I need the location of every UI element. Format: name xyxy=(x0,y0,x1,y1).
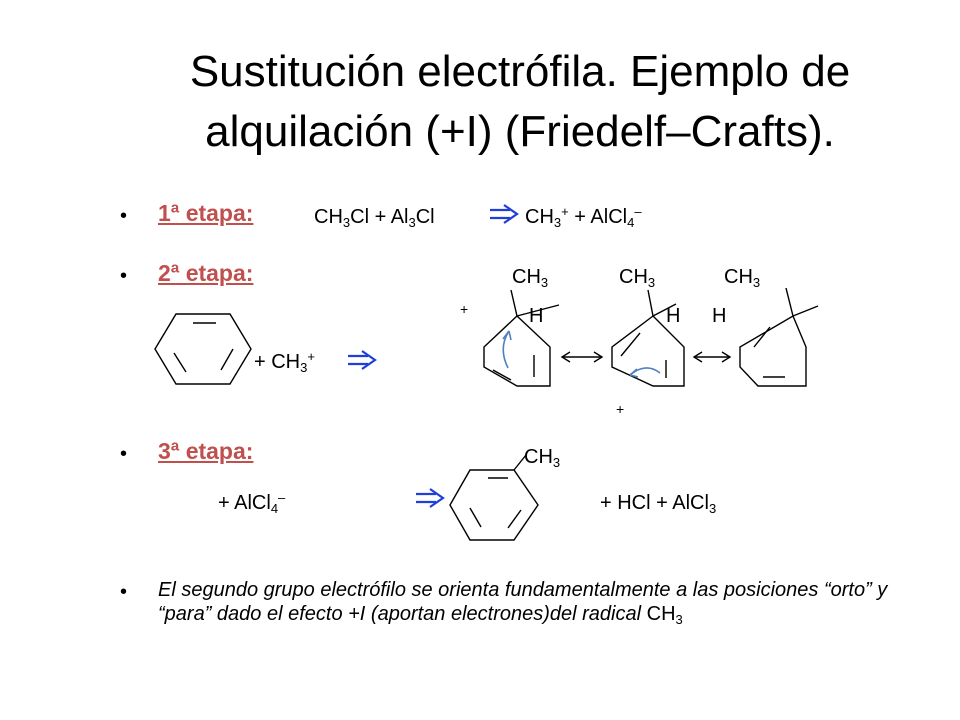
slide-title: Sustitución electrófila. Ejemplo de alqu… xyxy=(60,42,960,162)
bullet-4: • xyxy=(120,581,128,603)
sigma-h-3: H xyxy=(712,305,727,327)
stage3-label: 3ª etapa: xyxy=(158,438,254,464)
stage2-label: 2ª etapa: xyxy=(158,260,254,286)
implies-arrow-icon xyxy=(348,350,377,370)
sigma-ch3-1: CH3 xyxy=(512,266,549,290)
sigma-ch3-2: CH3 xyxy=(619,266,656,290)
title-line-1: Sustitución electrófila. Ejemplo de xyxy=(189,47,851,96)
stage2-reagent: + CH3+ xyxy=(254,349,315,375)
charge-plus-1: + xyxy=(460,301,469,317)
bullet-1: • xyxy=(120,205,128,227)
stage1-label: 1ª etapa: xyxy=(158,200,254,226)
curved-arrow-head-icon xyxy=(629,368,639,378)
sigma-ch3-3: CH3 xyxy=(724,266,761,290)
implies-arrow-icon xyxy=(416,488,445,508)
benzene-ring xyxy=(154,313,252,385)
curved-arrow-head-icon xyxy=(502,330,512,341)
bullet-2: • xyxy=(120,265,128,287)
title-line-2: alquilación (+I) (Friedelf–Crafts). xyxy=(205,107,835,156)
sigma-complex-3 xyxy=(739,287,819,387)
stage1-products: CH3+ + AlCl4– xyxy=(525,204,642,230)
stage1-reactants: CH3Cl + Al3Cl xyxy=(314,206,435,230)
product-ch3: CH3 xyxy=(524,446,561,470)
orientation-note: El segundo grupo electrófilo se orienta … xyxy=(158,579,888,627)
charge-plus-2: + xyxy=(616,401,625,417)
toluene-ring xyxy=(449,454,539,541)
sigma-complex-1 xyxy=(483,289,560,387)
stage3-products: + HCl + AlCl3 xyxy=(600,492,717,516)
bullet-3: • xyxy=(120,443,128,465)
sigma-complex-2 xyxy=(611,289,685,387)
resonance-arrow-1 xyxy=(560,351,604,363)
sigma-h-2: H xyxy=(666,305,681,327)
implies-arrow-icon xyxy=(490,204,519,224)
resonance-arrow-2 xyxy=(692,351,732,363)
stage3-reagent: + AlCl4– xyxy=(218,490,286,516)
